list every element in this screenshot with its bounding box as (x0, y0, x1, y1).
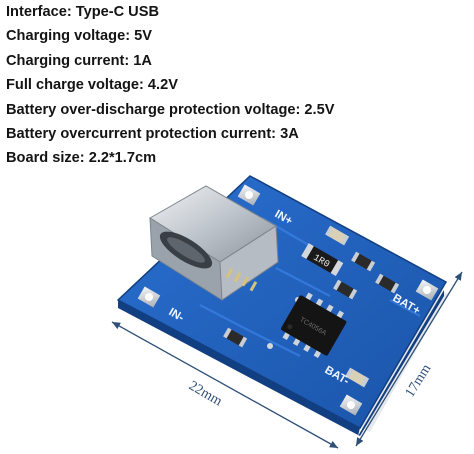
spec-full-charge-voltage: Full charge voltage: 4.2V (6, 77, 178, 94)
spec-board-size: Board size: 2.2*1.7cm (6, 150, 157, 167)
spec-interface: Interface: Type-C USB (6, 4, 159, 20)
hole-bat-plus (423, 286, 431, 294)
dimension-length-label: 22mm (186, 378, 225, 409)
spec-over-discharge-voltage: Battery over-discharge protection voltag… (6, 101, 335, 118)
resistor-1r0: 1R0 (301, 243, 344, 277)
spec-list: Interface: Type-C USB Charging voltage: … (6, 0, 334, 171)
dimension-length-line (111, 321, 339, 449)
usb-type-c-connector (149, 185, 279, 301)
dimension-width-line (355, 271, 463, 447)
hole-in-minus (145, 293, 153, 301)
spec-charging-current: Charging current: 1A (6, 52, 152, 69)
spec-overcurrent: Battery overcurrent protection current: … (6, 125, 299, 142)
spec-charging-voltage: Charging voltage: 5V (6, 28, 152, 45)
dimension-width-label: 17mm (403, 362, 435, 400)
hole-bat-minus (347, 401, 355, 409)
hole-in-plus (245, 191, 253, 199)
